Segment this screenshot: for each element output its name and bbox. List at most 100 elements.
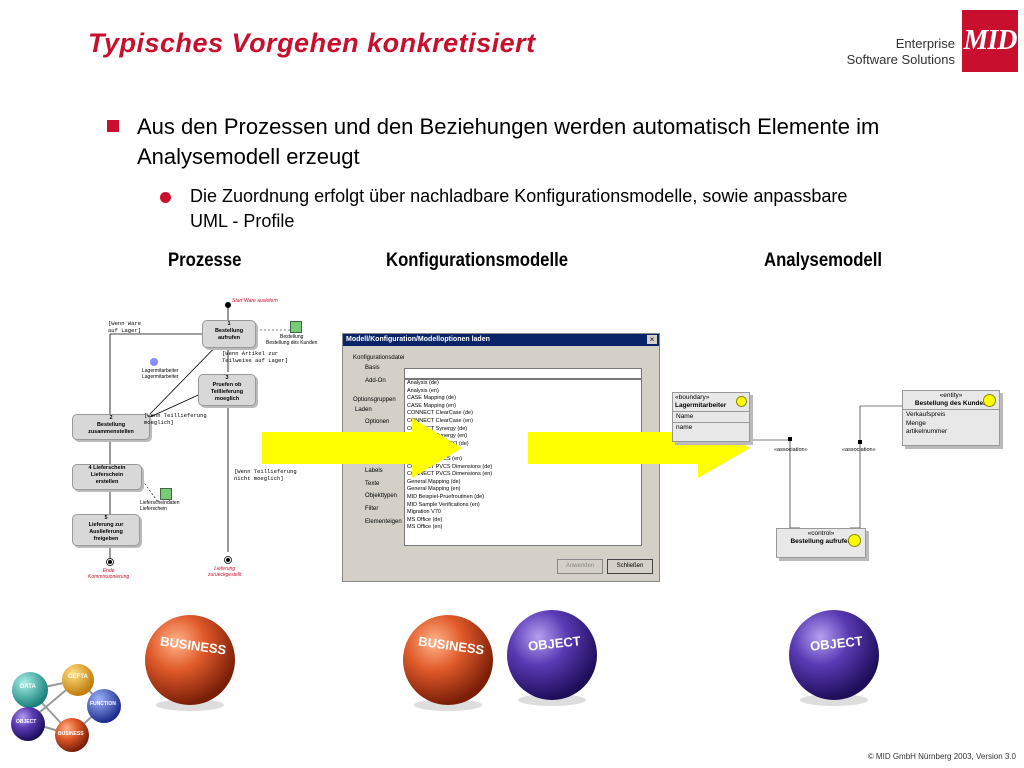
bullet-level-1-text: Aus den Prozessen und den Beziehungen we… xyxy=(137,114,880,169)
object-lieferschein: Lieferscheindaten Lieferschein xyxy=(140,500,180,512)
object-sphere-2 xyxy=(789,610,879,700)
node-pruefen[interactable]: 3 Pruefen ob Teillieferung moeglich xyxy=(198,374,256,406)
control-stereotype: «control» xyxy=(807,530,835,537)
node-lieferschein[interactable]: 4 Lieferschein Lieferschein erstellen xyxy=(72,464,142,490)
group-konfigurationsdatei: Konfigurationsdatei xyxy=(353,355,405,361)
node-bestellung-aufrufen[interactable]: 1 Bestellung aufrufen xyxy=(202,320,256,348)
table-icon xyxy=(290,321,302,333)
slide-title: Typisches Vorgehen konkretisiert xyxy=(88,28,536,58)
list-item[interactable]: CASE Mapping (en) xyxy=(407,402,456,409)
object-bestellung: Bestellung Bestellung des Kunden xyxy=(266,334,318,346)
check-filter[interactable]: Filter xyxy=(365,506,379,512)
boundary-attr: Name xyxy=(673,412,749,423)
entity-icon xyxy=(983,394,996,407)
list-item[interactable]: MID Sample Verifications (en) xyxy=(407,501,480,508)
radio-basis[interactable]: Basis xyxy=(365,365,380,371)
actor-icon xyxy=(150,358,158,366)
condition-3: [Wenn Teillieferung moeglich] xyxy=(144,412,207,426)
entity-attr: artikelnummer xyxy=(906,428,948,435)
node-zusammenstellen[interactable]: 2 Bestellung zusammenstellen xyxy=(72,414,150,440)
gefta-sphere xyxy=(62,664,94,696)
business-sphere-1 xyxy=(145,615,235,705)
end-label-1: Ende Kommissionierung xyxy=(88,568,130,580)
object-sphere-1 xyxy=(507,610,597,700)
list-item[interactable]: CONNECT PVCS Dimensions (en) xyxy=(407,471,493,478)
check-elementeigen[interactable]: Elementeigen xyxy=(365,519,402,525)
brand-text: Enterprise Software Solutions xyxy=(830,36,955,68)
brand-line-1: Enterprise xyxy=(895,36,955,51)
radio-add-on[interactable]: Add-On xyxy=(365,378,386,384)
entity-attr: Verkaufspreis xyxy=(906,411,946,418)
footer-copyright: © MID GmbH Nürnberg 2003, Version 3.0 xyxy=(867,752,1016,761)
boundary-stereotype: «boundary» xyxy=(675,394,710,401)
square-bullet-icon xyxy=(107,120,119,132)
data-label: DATA xyxy=(20,684,36,690)
entity-stereotype: «entity» xyxy=(939,392,963,399)
list-item[interactable]: Analysis (en) xyxy=(407,387,439,394)
list-item[interactable]: MS Office (de) xyxy=(407,516,443,523)
condition-2: [Wenn Artikel zur Teilweise auf Lager] xyxy=(222,350,289,364)
business-mini-label: BUSINESS xyxy=(58,731,84,737)
check-texte[interactable]: Texte xyxy=(365,481,380,487)
config-list[interactable]: Analysis (de) Analysis (en) CASE Mapping… xyxy=(404,379,642,546)
list-item[interactable]: CONNECT ClearCase (de) xyxy=(407,410,473,417)
dialog-title: Modell/Konfiguration/Modelloptionen lade… xyxy=(343,334,659,346)
config-select[interactable] xyxy=(404,368,642,379)
entity-attr: Menge xyxy=(906,420,926,427)
config-dialog: Modell/Konfiguration/Modelloptionen lade… xyxy=(342,333,660,582)
object-mini-label: OBJECT xyxy=(16,719,37,725)
heading-konfig: Konfigurationsmodelle xyxy=(386,250,569,271)
actor-label: Lagermitarbeiter Lagermitarbeiter xyxy=(142,368,179,380)
laden-label: Laden xyxy=(355,407,372,413)
function-label: FUNCTION xyxy=(90,701,116,707)
list-item[interactable]: CONNECT Synergy (de) xyxy=(407,425,468,432)
object-mini-sphere xyxy=(11,707,45,741)
close-icon[interactable]: × xyxy=(647,335,657,344)
condition-4: [Wenn Teillieferung nicht moeglich] xyxy=(234,468,297,482)
data-sphere xyxy=(12,672,48,708)
business-mini-sphere xyxy=(55,718,89,752)
process-diagram: Start Ware auslefern 1 Bestellung aufruf… xyxy=(72,292,340,592)
boundary-icon xyxy=(736,396,747,407)
list-item[interactable]: General Mapping (en) xyxy=(407,486,461,493)
bullet-level-1: Aus den Prozessen und den Beziehungen we… xyxy=(107,112,887,172)
bullet-level-2: Die Zuordnung erfolgt über nachladbare K… xyxy=(160,184,880,234)
check-optionen[interactable]: Optionen xyxy=(365,419,390,425)
association-label-2: «association» xyxy=(842,447,876,453)
heading-analyse: Analysemodell xyxy=(764,250,883,271)
check-objekttypen[interactable]: Objekttypen xyxy=(365,493,398,499)
business-sphere-2 xyxy=(403,615,493,705)
end-label-2: Lieferung zurueckgestellt xyxy=(208,566,242,578)
heading-prozesse: Prozesse xyxy=(168,250,242,271)
control-name: Bestellung aufrufen xyxy=(790,538,852,545)
list-item[interactable]: Analysis (de) xyxy=(407,380,439,386)
brand-line-2: Software Solutions xyxy=(846,52,955,67)
table-icon-2 xyxy=(160,488,172,500)
list-item[interactable]: MID Beispiel-Pruefroutinen (de) xyxy=(407,493,485,500)
list-item[interactable]: CASE Mapping (de) xyxy=(407,395,456,402)
condition-1: [Wenn Ware auf Lager] xyxy=(108,320,142,334)
list-item[interactable]: General Mapping (de) xyxy=(407,478,461,485)
bullet-level-2-text: Die Zuordnung erfolgt über nachladbare K… xyxy=(190,186,848,231)
mid-logo: MID xyxy=(962,10,1018,72)
list-item[interactable]: MS Office (en) xyxy=(407,524,443,531)
start-label: Start Ware auslefern xyxy=(232,298,278,304)
node-freigeben[interactable]: 5 Lieferung zur Auslieferung freigeben xyxy=(72,514,140,546)
boundary-attr: name xyxy=(676,424,693,431)
apply-button[interactable]: Anwenden xyxy=(557,559,603,574)
list-item[interactable]: Migration V70 xyxy=(407,509,441,516)
group-optionsgruppen: Optionsgruppen xyxy=(353,397,396,403)
entity-name: Bestellung des Kunden xyxy=(914,400,988,407)
gefta-label: GEFTA xyxy=(68,674,88,680)
round-bullet-icon xyxy=(160,192,171,203)
control-icon xyxy=(848,534,861,547)
close-button[interactable]: Schließen xyxy=(607,559,653,574)
boundary-name: Lagermitarbeiter xyxy=(675,402,727,409)
association-label-1: «association» xyxy=(774,447,808,453)
arrow-left xyxy=(262,418,462,478)
function-sphere xyxy=(87,689,121,723)
boundary-class[interactable]: «boundary» Lagermitarbeiter Name name xyxy=(672,392,750,442)
list-item[interactable]: CONNECT PVCS Dimensions (de) xyxy=(407,463,493,470)
list-item[interactable]: CONNECT ClearCase (en) xyxy=(407,417,473,424)
check-labels[interactable]: Labels xyxy=(365,468,383,474)
